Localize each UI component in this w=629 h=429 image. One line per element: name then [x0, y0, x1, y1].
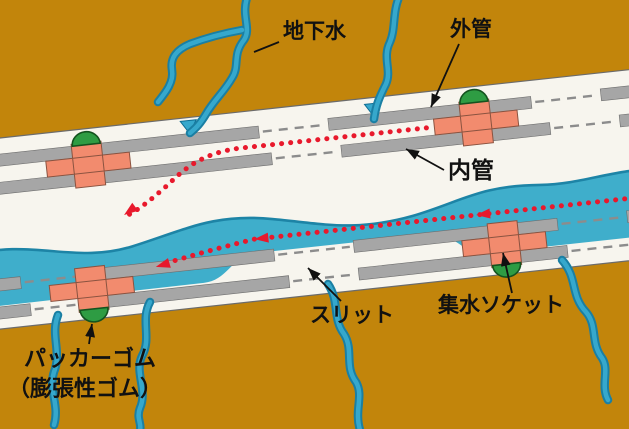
- flow-arrow-icon: [155, 258, 171, 268]
- label-collection-socket: 集水ソケット: [437, 293, 564, 317]
- leader-arrow-packer-rubber: [85, 323, 96, 345]
- flow-arrow-icon: [476, 208, 491, 219]
- water-flow-dotted-path-top: [126, 125, 429, 218]
- collection-socket-top-right: [432, 88, 520, 147]
- water-flow-dotted-path-left: [160, 236, 257, 267]
- slit-dashed-line-bottom-outer: [34, 243, 629, 311]
- leader-arrow-outer-pipe: [430, 43, 460, 108]
- label-packer-rubber-note: （膨張性ゴム）: [8, 376, 162, 401]
- packer-rubber-dome: [71, 130, 102, 148]
- leader-arrow-slit: [307, 267, 342, 302]
- label-packer-rubber: パッカーゴム: [24, 346, 156, 371]
- leader-arrow-inner-pipe: [405, 148, 445, 171]
- collection-socket-bottom-left: [48, 264, 136, 323]
- label-inner-pipe: 内管: [448, 157, 494, 183]
- collection-socket-top-left: [45, 130, 132, 189]
- label-slit: スリット: [310, 304, 394, 327]
- slit-dashed-line-top-outer: [262, 94, 598, 133]
- packer-rubber-dome: [459, 88, 489, 106]
- slit-dashed-line-top-inner: [275, 120, 616, 160]
- water-flow-dotted-path-main: [255, 191, 629, 242]
- label-outer-pipe: 外管: [450, 17, 492, 41]
- slit-dashed-line-bottom-inner: [24, 215, 624, 284]
- water-surface-line: [0, 164, 629, 258]
- label-groundwater: 地下水: [283, 19, 347, 43]
- leader-line-groundwater: [253, 41, 280, 53]
- flow-arrow-icon: [254, 232, 269, 243]
- flow-arrow-icon: [124, 202, 139, 216]
- packer-rubber-dome: [79, 306, 109, 323]
- leader-arrow-collection-socket: [500, 252, 513, 294]
